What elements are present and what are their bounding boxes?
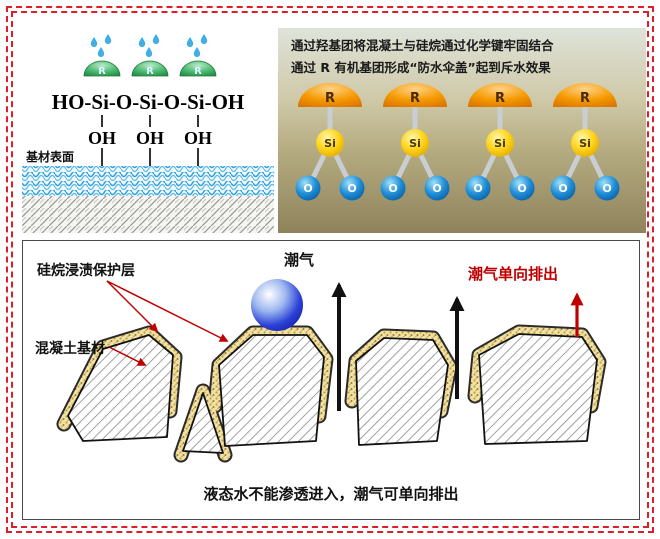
o-sphere-label: O [602,182,611,195]
si-sphere-label: Si [409,137,421,150]
panel-silanol-chemistry: R R R HO-Si-O-Si-O-Si-OH OH OH OH 基材表面 [22,28,274,233]
panel-moisture-diagram: 潮气 潮气单向排出 硅烷浸渍保护层 混凝土基材 液态水不能渗透进入，潮气可单向排… [22,240,640,520]
molecular-mechanism-svg: 通过羟基团将混凝土与硅烷通过化学键牢固结合 通过 R 有机基团形成“防水伞盖”起… [278,28,646,233]
substrate-surface-label: 基材表面 [25,149,74,164]
substrate-leader-line [108,346,147,366]
o-sphere-label: O [303,182,312,195]
bottom-caption: 液态水不能渗透进入，潮气可单向排出 [203,485,458,503]
r-dome-label: R [495,91,505,106]
one-way-exit-label: 潮气单向排出 [468,265,558,283]
si-sphere-label: Si [494,137,506,150]
r-dome-label: R [580,91,590,106]
silanol-formula-text: HO-Si-O-Si-O-Si-OH [52,90,245,114]
r-dome-label: R [410,91,420,106]
o-sphere-icons: O O O O O O O O [295,175,620,201]
o-sphere-label: O [473,182,482,195]
o-sphere-label: O [388,182,397,195]
o-sphere-label: O [558,182,567,195]
r-group-label: R [98,66,106,77]
oh-group-label: OH [184,128,212,148]
rain-drops-icon [90,34,208,57]
r-dome-label: R [325,91,335,106]
panel-molecular-mechanism: 通过羟基团将混凝土与硅烷通过化学键牢固结合 通过 R 有机基团形成“防水伞盖”起… [278,28,646,233]
oh-group-label: OH [136,128,164,148]
r-dome-icons: R R R R [298,83,617,107]
concrete-substrate-label: 混凝土基材 [35,340,105,357]
silanol-chemistry-svg: R R R HO-Si-O-Si-O-Si-OH OH OH OH 基材表面 [22,34,274,233]
substrate-blue-mesh-texture [22,166,274,196]
mechanism-text-line2: 通过 R 有机基团形成“防水伞盖”起到斥水效果 [291,60,551,75]
silane-coating-layer [56,324,607,463]
substrate-gray-hatch-texture [22,196,274,233]
r-group-label: R [146,66,154,77]
o-sphere-label: O [347,182,356,195]
r-umbrella-icons: R R R [83,60,217,77]
si-sphere-label: Si [324,137,336,150]
moisture-diagram-svg: 潮气 潮气单向排出 硅烷浸渍保护层 混凝土基材 液态水不能渗透进入，潮气可单向排… [35,251,607,503]
o-sphere-label: O [432,182,441,195]
oh-group-label: OH [88,128,116,148]
si-sphere-label: Si [579,137,591,150]
water-droplet-sphere [251,279,303,331]
si-sphere-icons: Si Si Si Si [316,129,599,157]
moisture-label: 潮气 [284,251,314,269]
r-group-label: R [194,66,202,77]
coating-layer-label: 硅烷浸渍保护层 [37,262,135,279]
up-arrow-icons [331,282,465,411]
coating-leader-lines [106,280,229,342]
concrete-substrate-blocks [67,333,598,454]
bond-lines [101,115,199,127]
mechanism-text-line1: 通过羟基团将混凝土与硅烷通过化学键牢固结合 [291,38,554,53]
o-sphere-label: O [517,182,526,195]
